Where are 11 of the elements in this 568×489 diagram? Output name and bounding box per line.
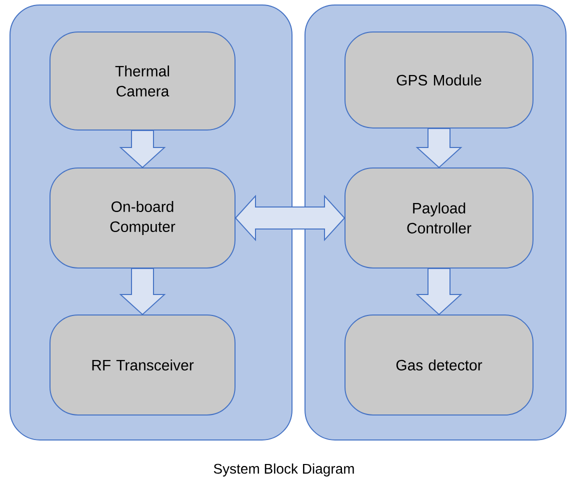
block-arrow [119,130,166,168]
process-box: Thermal Camera [50,32,236,130]
process-box: Gas detector [344,314,534,416]
process-box: Payload Controller [344,167,534,268]
process-box: On-board Computer [50,167,236,268]
process-box: GPS Module [344,32,534,128]
block-arrow [416,128,462,168]
block-arrow [416,268,462,316]
caption: System Block Diagram [214,463,354,476]
process-box: RF Transceiver [50,314,236,416]
block-arrow [119,268,166,316]
